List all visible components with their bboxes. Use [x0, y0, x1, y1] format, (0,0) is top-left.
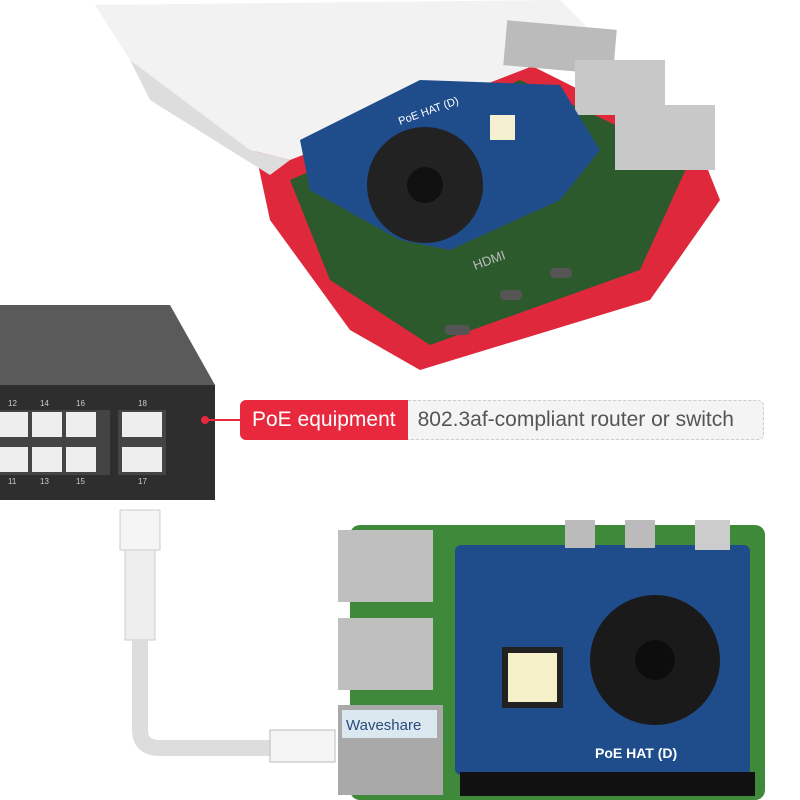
callout-dot — [201, 416, 209, 424]
svg-text:14: 14 — [40, 399, 49, 408]
callout-description: 802.3af-compliant router or switch — [407, 400, 764, 440]
svg-text:18: 18 — [138, 399, 147, 408]
usb-port — [338, 618, 433, 690]
poe-equipment-callout: PoE equipment 802.3af-compliant router o… — [240, 400, 764, 440]
raspberry-pi-board: Waveshare PoE HAT (D) — [338, 520, 765, 800]
gpio-header — [460, 772, 755, 796]
poe-switch: 12 14 16 18 11 13 15 17 — [0, 305, 215, 500]
raspberry-pi-case: PoE HAT (D) HDMI — [95, 0, 720, 370]
ethernet-cable — [119, 509, 336, 763]
callout-tag: PoE equipment — [240, 400, 408, 440]
svg-text:17: 17 — [138, 477, 147, 486]
svg-text:15: 15 — [76, 477, 85, 486]
svg-text:12: 12 — [8, 399, 17, 408]
svg-text:16: 16 — [76, 399, 85, 408]
case-lid — [95, 0, 600, 160]
usb-port — [338, 530, 433, 602]
svg-text:13: 13 — [40, 477, 49, 486]
svg-text:11: 11 — [8, 477, 17, 486]
waveshare-label: Waveshare — [346, 717, 421, 734]
hat-label-bottom: PoE HAT (D) — [595, 745, 677, 761]
